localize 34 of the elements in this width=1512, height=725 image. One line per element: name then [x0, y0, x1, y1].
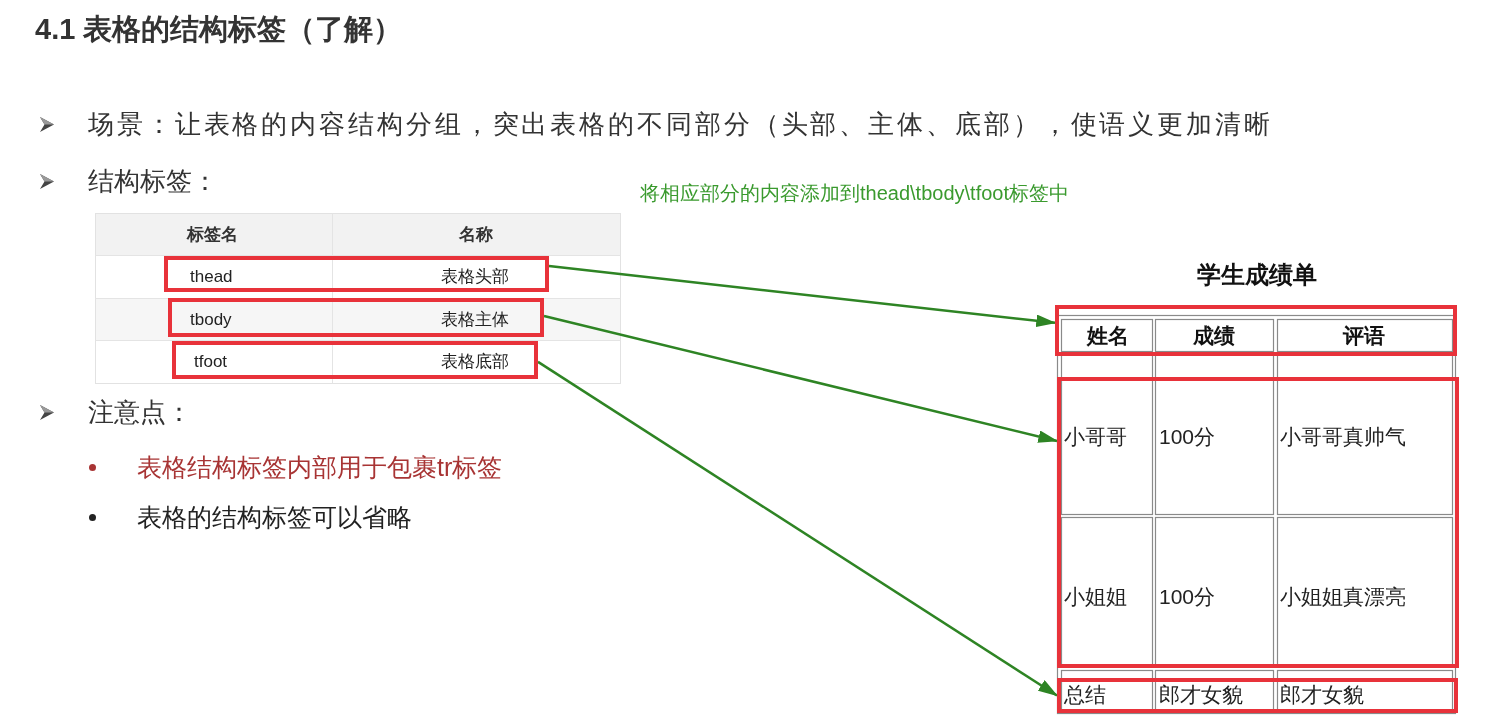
slide-title: 4.1 表格的结构标签（了解）: [35, 13, 403, 47]
table-entry: 表格底部: [441, 352, 509, 372]
table-entry: thead: [190, 267, 233, 287]
highlight-frame: [168, 298, 544, 337]
column-heading: 评语: [1343, 323, 1385, 349]
table-entry: 总结: [1064, 682, 1106, 708]
table-entry: tfoot: [194, 352, 228, 372]
table-entry: 小哥哥: [1064, 424, 1127, 450]
table-entry: 小姐姐: [1064, 584, 1127, 610]
highlight-frame: [172, 341, 538, 379]
table-entry: 郎才女貌: [1159, 682, 1243, 708]
table-entry: 郎才女貌: [1280, 682, 1364, 708]
arrow: [543, 314, 1059, 443]
table-entry: tbody: [190, 310, 232, 330]
bullet-text: 场景：让表格的内容结构分组，突出表格的不同部分（头部、主体、底部），使语义更加清晰: [88, 110, 1273, 140]
bullet-text: 结构标签：: [88, 167, 218, 197]
table-entry: 100分: [1159, 424, 1216, 450]
highlight-frame: [1057, 377, 1459, 668]
column-heading: 姓名: [1087, 323, 1129, 349]
highlight-frame: [1057, 678, 1458, 713]
column-heading: 成绩: [1193, 323, 1235, 349]
arrow: [537, 360, 1059, 697]
bullet-text: 表格结构标签内部用于包裹tr标签: [137, 452, 503, 482]
table-entry: 小姐姐真漂亮: [1280, 584, 1406, 610]
highlight-frame: [164, 256, 549, 292]
bullet-text: 表格的结构标签可以省略: [137, 502, 412, 532]
arrow: [548, 264, 1057, 327]
table-entry: 表格头部: [441, 267, 509, 287]
annotation-text: 将相应部分的内容添加到thead\tbody\tfoot标签中: [640, 181, 1069, 205]
bullet-text: 注意点：: [88, 398, 192, 428]
highlight-frame: [1055, 305, 1457, 356]
table-entry: 小哥哥真帅气: [1280, 424, 1406, 450]
table-entry: 表格主体: [441, 310, 509, 330]
table-entry: 100分: [1159, 584, 1216, 610]
